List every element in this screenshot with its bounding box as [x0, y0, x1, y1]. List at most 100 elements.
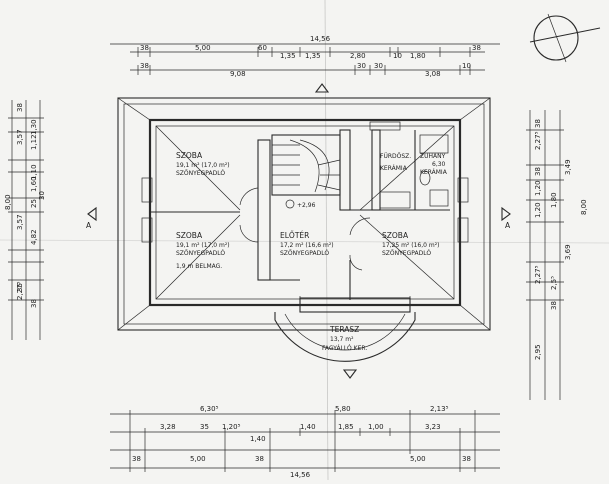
dim-label: 5,00: [410, 455, 426, 463]
dim-label: 5,00: [195, 44, 211, 52]
room-name: TERASZ: [329, 325, 359, 334]
section-marker-right: A: [501, 206, 511, 230]
room-area: 19,1 m² (17,0 m²): [176, 242, 230, 249]
dim-label: 5,00: [190, 455, 206, 463]
section-mark-label: A: [505, 221, 511, 230]
room-name: SZOBA: [176, 231, 203, 240]
dim-label: 1,20⁵: [222, 423, 241, 431]
room-floor: KERÁMIA: [380, 165, 408, 172]
bottom-total-dim: 14,56: [290, 471, 311, 479]
staircase: +2,96: [271, 134, 341, 209]
dim-label: 2,13⁵: [430, 405, 449, 413]
dim-label: 3,23: [425, 423, 441, 431]
dim-label: 1,20: [534, 180, 542, 196]
section-marker-top: [314, 83, 330, 93]
room-label-terrace: TERASZ 13,7 m² FAGYÁLLÓ KER.: [322, 325, 367, 352]
dim-label: 5,80: [335, 405, 351, 413]
dim-label: 8,00: [580, 199, 588, 215]
dim-label: 3,49: [564, 159, 572, 175]
dim-label: 38: [132, 455, 141, 463]
dim-label: 30: [357, 62, 366, 70]
paper-crease: [0, 239, 609, 244]
room-area: 17,25 m² (16,0 m²): [382, 242, 439, 249]
room-area: 13,7 m²: [330, 336, 354, 343]
stair-level: +2,96: [297, 202, 316, 209]
dim-label: 38: [140, 44, 149, 52]
room-name: SZOBA: [176, 151, 203, 160]
dim-label: 1,00: [368, 423, 384, 431]
dim-label: 10: [462, 62, 471, 70]
room-note: 1,9 m BELMAG.: [176, 263, 222, 270]
room-name: ELŐTÉR: [280, 231, 309, 240]
dim-label: 1,40: [250, 435, 266, 443]
interior-walls: [150, 129, 450, 300]
dim-label: 2,95: [534, 344, 542, 360]
north-arrow-icon: [529, 13, 601, 63]
dim-label: 38: [140, 62, 149, 70]
dim-label: 38: [462, 455, 471, 463]
room-floor: SZŐNYEGPADLÓ: [382, 250, 431, 257]
dim-label: 1,80: [410, 52, 426, 60]
dim-label: 38: [30, 299, 38, 308]
room-name: FÜRDŐSZ.: [380, 153, 411, 160]
windows: [141, 121, 469, 243]
dim-label: 38: [550, 301, 558, 310]
dim-label: 1,60: [30, 176, 38, 192]
room-floor: KERÁMIA: [420, 169, 448, 176]
dim-label: 25: [30, 199, 38, 208]
roof-outline: [117, 97, 491, 331]
bottom-dimension-chain: 6,30⁵ 5,80 2,13⁵ 3,28 35 1,20⁵ 1,40 1,40…: [110, 405, 500, 479]
top-total-dim: 14,56: [310, 35, 331, 43]
dim-label: 2,5⁵: [550, 276, 558, 290]
roof-hip-lines: [155, 125, 455, 300]
bathroom-fixtures: [379, 134, 449, 209]
dim-label: 38: [255, 455, 264, 463]
dim-label: 1,30: [30, 119, 38, 135]
dim-label: 8,00: [4, 194, 12, 210]
dim-label: 1,80: [550, 192, 558, 208]
left-dimension-chain: 3,57 1,12 1,10 3,57 8,00 4,82 2,27⁵ 38 3…: [4, 100, 46, 340]
dim-label: 1,35: [280, 52, 296, 60]
dim-label: 1,85: [338, 423, 354, 431]
section-marker-bottom: [342, 369, 358, 379]
dim-label: 38: [534, 167, 542, 176]
dim-label: 2,27⁵: [534, 265, 542, 284]
dim-label: 1,12: [30, 134, 38, 150]
door-swings: [239, 187, 371, 271]
room-label-shower: ZUHANY 6,30 KERÁMIA: [420, 153, 448, 176]
dim-label: 10: [393, 52, 402, 60]
room-name: SZOBA: [382, 231, 409, 240]
dim-label: 30: [38, 191, 46, 200]
room-area: 19,1 m² (17,0 m²): [176, 162, 230, 169]
section-mark-label: A: [86, 221, 92, 230]
section-marker-left: A: [86, 206, 97, 230]
dim-label: 35: [200, 423, 209, 431]
room-floor: SZŐNYEGPADLÓ: [280, 250, 329, 257]
dim-label: 60: [258, 44, 267, 52]
dim-label: 38: [472, 44, 481, 52]
dim-label: 3,57: [16, 214, 24, 230]
room-name: ZUHANY: [420, 153, 446, 160]
dim-label: 3,08: [425, 70, 441, 78]
room-label-bedroom-2: SZOBA 19,1 m² (17,0 m²) SZŐNYEGPADLÓ 1,9…: [176, 231, 230, 270]
terrace: [274, 296, 416, 362]
dim-label: 2,80: [350, 52, 366, 60]
top-dimension-chain: 14,56 38 5,00 60 1,35 1,35 2,80 10 1,80 …: [110, 35, 500, 78]
dim-label: 2,27⁵: [16, 281, 24, 300]
dim-label: 1,20: [534, 202, 542, 218]
dim-label: 38: [534, 119, 542, 128]
dim-label: 3,57: [16, 129, 24, 145]
dim-label: 35: [16, 283, 24, 292]
room-floor: SZŐNYEGPADLÓ: [176, 170, 225, 177]
room-label-bathroom: FÜRDŐSZ. KERÁMIA: [380, 153, 411, 172]
dim-label: 30: [374, 62, 383, 70]
dim-label: 1,40: [300, 423, 316, 431]
room-floor: SZŐNYEGPADLÓ: [176, 250, 225, 257]
dim-label: 38: [16, 103, 24, 112]
dim-label: 6,30⁵: [200, 405, 219, 413]
paper-crease: [324, 0, 329, 481]
dim-label: 2,27⁵: [534, 131, 542, 150]
room-label-hall: ELŐTÉR 17,2 m² (16,6 m²) SZŐNYEGPADLÓ: [280, 231, 334, 257]
